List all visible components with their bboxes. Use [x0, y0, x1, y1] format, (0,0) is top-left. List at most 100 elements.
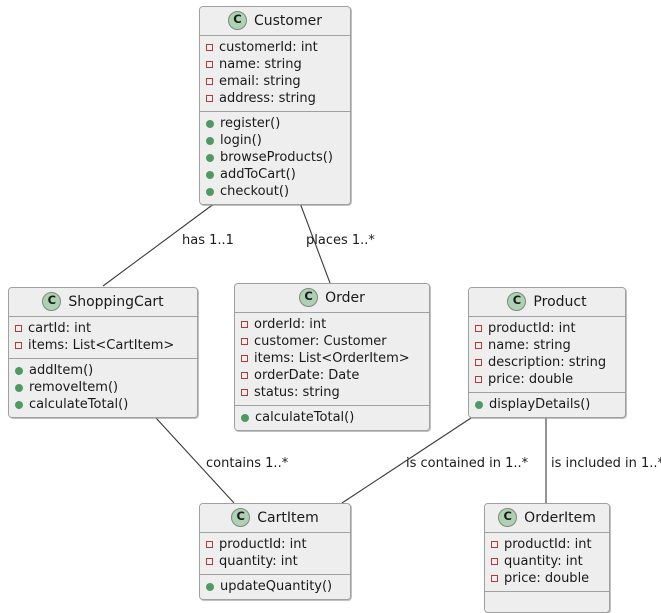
private-attribute-icon: [206, 541, 213, 548]
method-label: login(): [220, 133, 262, 148]
class-icon: C: [507, 292, 527, 311]
method-label: checkout(): [220, 184, 290, 199]
class-header-orderitem: C OrderItem: [485, 504, 609, 533]
private-attribute-icon: [475, 342, 482, 349]
public-method-icon: [206, 187, 214, 196]
attribute-label: price: double: [504, 571, 590, 586]
private-attribute-icon: [241, 338, 248, 345]
methods-compartment: [485, 592, 609, 612]
public-method-icon: [206, 136, 214, 145]
attribute-label: productId: int: [219, 537, 307, 552]
class-header-cartitem: C CartItem: [200, 504, 350, 533]
class-box-orderitem[interactable]: C OrderItem productId: int quantity: int…: [484, 503, 610, 613]
class-box-cartitem[interactable]: C CartItem productId: int quantity: int …: [199, 503, 351, 600]
method-row: updateQuantity(): [206, 578, 344, 595]
class-name: CartItem: [257, 509, 319, 526]
attribute-label: customer: Customer: [254, 334, 387, 349]
class-box-shoppingcart[interactable]: C ShoppingCart cartId: int items: List<C…: [8, 287, 198, 418]
class-icon: C: [299, 288, 319, 307]
relationship-label-is-contained-in: is contained in 1..*: [406, 456, 529, 471]
public-method-icon: [15, 400, 23, 409]
attribute-row: description: string: [475, 354, 619, 371]
method-row: displayDetails(): [475, 396, 619, 413]
public-method-icon: [15, 366, 23, 375]
private-attribute-icon: [491, 575, 498, 582]
private-attribute-icon: [475, 325, 482, 332]
attribute-row: status: string: [241, 384, 423, 401]
attribute-row: email: string: [206, 73, 344, 90]
relationship-label-is-included-in: is included in 1..*: [551, 456, 661, 471]
private-attribute-icon: [206, 558, 213, 565]
methods-compartment: calculateTotal(): [235, 406, 429, 430]
private-attribute-icon: [491, 541, 498, 548]
attributes-compartment: cartId: int items: List<CartItem>: [9, 317, 197, 359]
method-label: calculateTotal(): [29, 397, 129, 412]
method-row: calculateTotal(): [15, 396, 191, 413]
attribute-row: customerId: int: [206, 39, 344, 56]
public-method-icon: [206, 119, 214, 128]
method-label: removeItem(): [29, 380, 119, 395]
private-attribute-icon: [475, 376, 482, 383]
class-box-customer[interactable]: C Customer customerId: int name: string …: [199, 6, 351, 205]
attribute-row: productId: int: [475, 320, 619, 337]
class-header-product: C Product: [469, 288, 625, 317]
attribute-row: price: double: [475, 371, 619, 388]
attributes-compartment: productId: int quantity: int price: doub…: [485, 533, 609, 592]
private-attribute-icon: [241, 389, 248, 396]
method-row: register(): [206, 115, 344, 132]
relationship-label-has: has 1..1: [182, 233, 234, 248]
attribute-label: name: string: [219, 57, 302, 72]
attribute-row: address: string: [206, 90, 344, 107]
class-box-order[interactable]: C Order orderId: int customer: Customer …: [234, 283, 430, 431]
private-attribute-icon: [241, 321, 248, 328]
attributes-compartment: customerId: int name: string email: stri…: [200, 36, 350, 112]
method-label: displayDetails(): [489, 397, 591, 412]
attribute-label: productId: int: [504, 537, 592, 552]
class-header-customer: C Customer: [200, 7, 350, 36]
methods-compartment: register() login() browseProducts() addT…: [200, 112, 350, 204]
methods-compartment: updateQuantity(): [200, 575, 350, 599]
method-row: addItem(): [15, 362, 191, 379]
attribute-label: address: string: [219, 91, 316, 106]
method-label: addItem(): [29, 363, 94, 378]
private-attribute-icon: [241, 372, 248, 379]
attribute-row: productId: int: [491, 536, 603, 553]
class-header-shoppingcart: C ShoppingCart: [9, 288, 197, 317]
attribute-label: quantity: int: [504, 554, 583, 569]
class-icon: C: [42, 292, 62, 311]
class-box-product[interactable]: C Product productId: int name: string de…: [468, 287, 626, 418]
methods-compartment: addItem() removeItem() calculateTotal(): [9, 359, 197, 417]
methods-compartment: displayDetails(): [469, 393, 625, 417]
class-header-order: C Order: [235, 284, 429, 313]
class-name: Product: [533, 293, 587, 310]
attribute-row: items: List<OrderItem>: [241, 350, 423, 367]
attribute-label: cartId: int: [28, 321, 92, 336]
public-method-icon: [241, 413, 249, 422]
method-label: addToCart(): [220, 167, 296, 182]
attribute-row: quantity: int: [491, 553, 603, 570]
attribute-row: customer: Customer: [241, 333, 423, 350]
method-row: checkout(): [206, 183, 344, 200]
attribute-label: email: string: [219, 74, 301, 89]
class-name: OrderItem: [524, 509, 596, 526]
private-attribute-icon: [15, 325, 22, 332]
method-row: calculateTotal(): [241, 409, 423, 426]
attribute-row: orderId: int: [241, 316, 423, 333]
attribute-label: items: List<OrderItem>: [254, 351, 410, 366]
attribute-row: orderDate: Date: [241, 367, 423, 384]
attribute-row: price: double: [491, 570, 603, 587]
class-icon: C: [227, 11, 247, 30]
relationship-label-contains: contains 1..*: [206, 456, 289, 471]
private-attribute-icon: [491, 558, 498, 565]
attributes-compartment: productId: int name: string description:…: [469, 317, 625, 393]
method-row: browseProducts(): [206, 149, 344, 166]
private-attribute-icon: [475, 359, 482, 366]
attribute-label: quantity: int: [219, 554, 298, 569]
private-attribute-icon: [206, 61, 213, 68]
public-method-icon: [206, 153, 214, 162]
method-row: removeItem(): [15, 379, 191, 396]
attribute-label: price: double: [488, 372, 574, 387]
method-label: calculateTotal(): [255, 410, 355, 425]
attribute-label: orderDate: Date: [254, 368, 360, 383]
